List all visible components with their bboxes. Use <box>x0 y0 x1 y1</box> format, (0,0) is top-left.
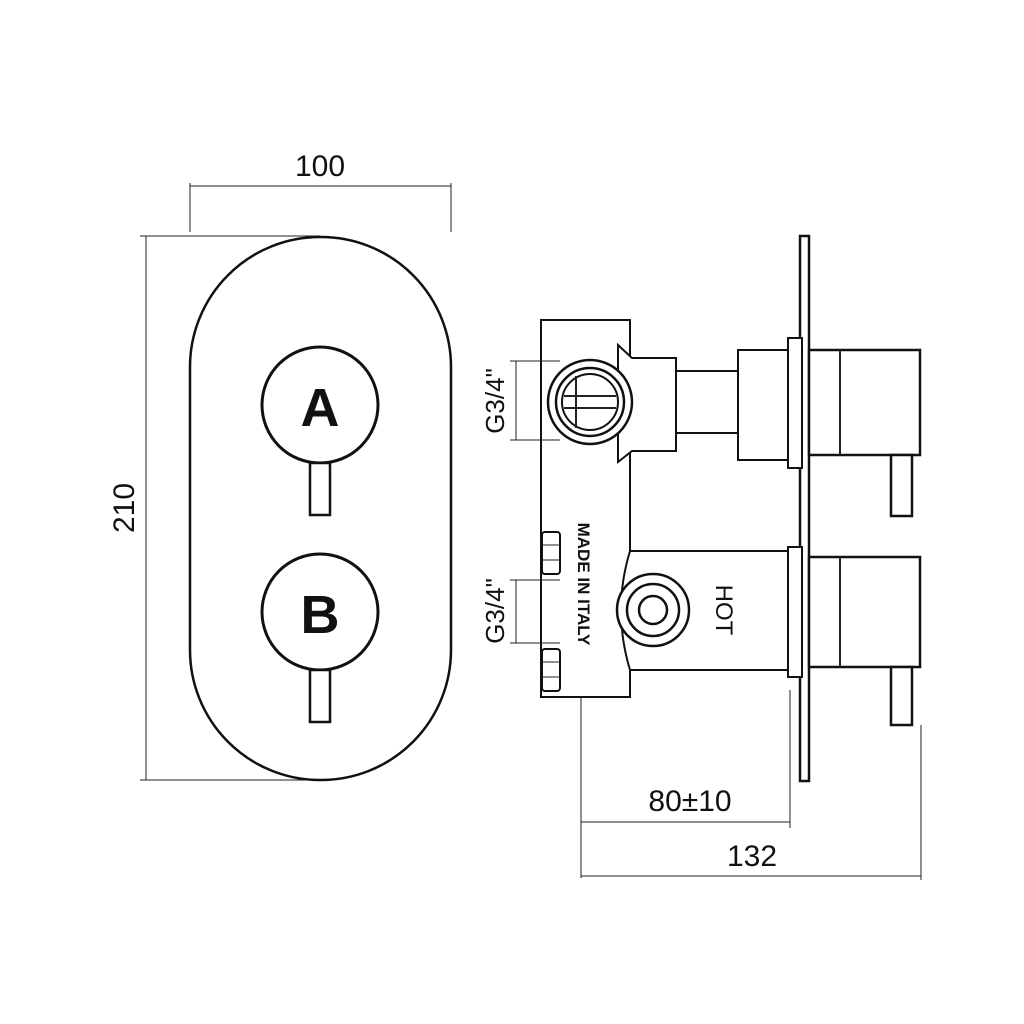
total-depth-dimension: 132 <box>581 725 922 880</box>
side-fitting-lower <box>541 648 561 692</box>
side-view: G3/4" G3/4" HOT <box>480 234 922 880</box>
front-view: 100 210 A B <box>108 150 453 782</box>
top-pipe-collar <box>737 349 791 461</box>
top-connecting-pipe <box>675 370 741 434</box>
bottom-handle-side <box>807 555 922 727</box>
depth-dimension: 80±10 <box>580 690 791 878</box>
bottom-inlet-label: G3/4" <box>480 578 510 644</box>
made-in-label: MADE IN ITALY <box>574 523 593 646</box>
top-handle-side <box>807 348 922 518</box>
height-label: 210 <box>108 483 141 533</box>
top-inlet-dimension: G3/4" <box>480 360 560 441</box>
knob-a-label: A <box>301 378 340 438</box>
bottom-cartridge-housing: HOT <box>615 550 791 671</box>
knob-a: A <box>260 345 380 517</box>
width-dimension: 100 <box>189 150 452 232</box>
hot-label: HOT <box>710 585 737 636</box>
width-label: 100 <box>295 150 345 183</box>
depth-label: 80±10 <box>648 785 731 818</box>
bottom-inlet-dimension: G3/4" <box>480 578 560 644</box>
knob-b: B <box>260 552 380 724</box>
height-dimension: 210 <box>108 235 320 781</box>
bottom-flange <box>787 546 803 678</box>
top-inlet-label: G3/4" <box>480 368 510 434</box>
top-flange <box>787 337 803 469</box>
total-depth-label: 132 <box>727 840 777 873</box>
knob-b-label: B <box>301 585 340 645</box>
top-inlet-fitting <box>546 342 677 465</box>
side-fitting-upper <box>541 531 561 575</box>
wall-plate <box>798 234 811 783</box>
